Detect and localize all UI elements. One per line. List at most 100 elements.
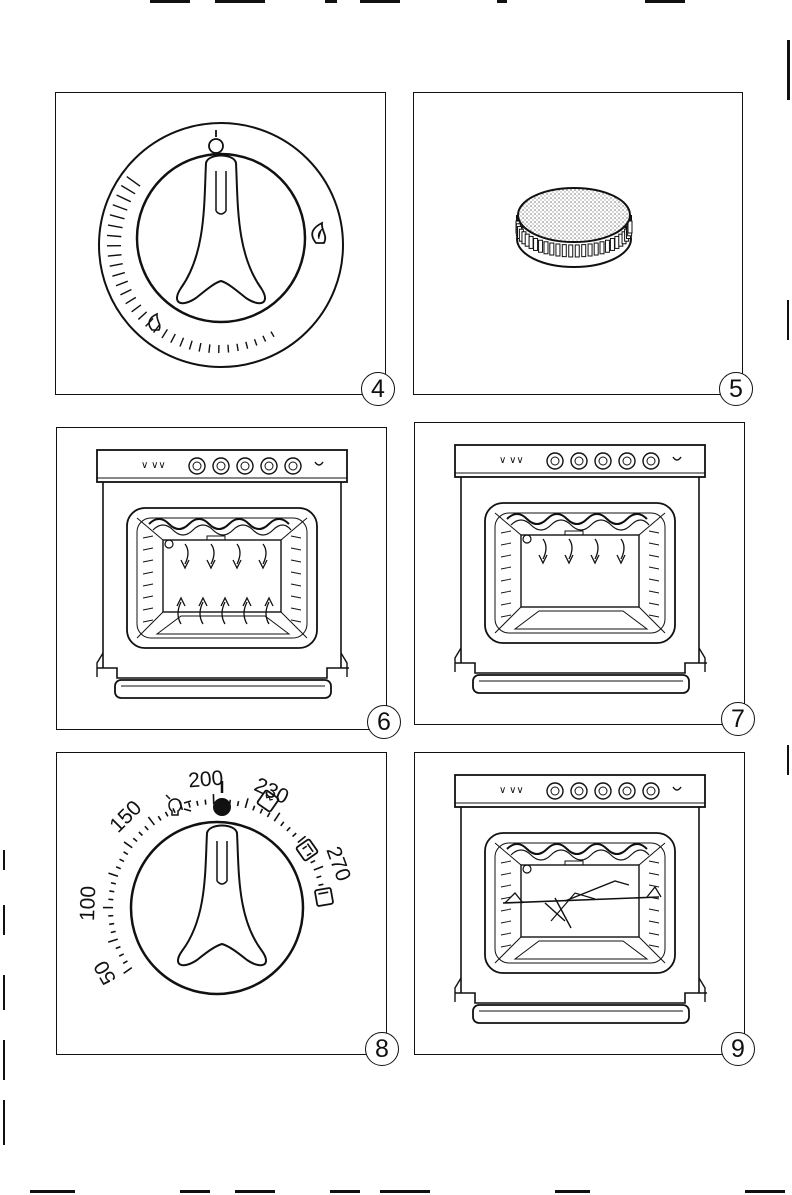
right-edge-mark (787, 300, 789, 340)
burner-cap-illustration (414, 93, 744, 396)
airflow-arrow-icon (185, 544, 188, 564)
figure-6-panel: ∨ ∨∨ 6 (56, 427, 387, 730)
bottom-heat-icon (315, 888, 334, 907)
temperature-tick (116, 947, 121, 949)
temperature-tick (230, 800, 231, 805)
lamp-icon (166, 795, 191, 815)
figure-number-badge: 4 (361, 372, 395, 406)
figure-number-badge: 5 (719, 372, 753, 406)
svg-text:∨ ∨∨: ∨ ∨∨ (499, 785, 524, 796)
temperature-tick (123, 961, 127, 964)
off-position-icon (209, 130, 223, 153)
airflow-arrow-icon (237, 544, 240, 564)
temperature-tick (158, 816, 161, 820)
temperature-tick (109, 924, 114, 925)
airflow-arrow-icon (543, 539, 546, 559)
oven-cavity-illustration: ∨ ∨∨ (57, 428, 388, 731)
temperature-tick (148, 817, 154, 825)
temperature-tick (205, 800, 206, 805)
temperature-tick (165, 812, 167, 816)
top-edge-mark (150, 0, 190, 3)
oven-cavity-illustration: ∨ ∨∨ (415, 423, 746, 726)
temperature-dial-illustration: 50100150200230270 (57, 753, 388, 1056)
right-edge-mark (787, 745, 789, 775)
temperature-tick (238, 801, 239, 806)
temperature-tick (311, 861, 316, 863)
figure-7-panel: ∨ ∨∨ 7 (414, 422, 745, 725)
temperature-tick (260, 809, 262, 814)
temperature-tick (124, 842, 132, 848)
temperature-tick (316, 876, 321, 877)
figure-5-panel: 5 (413, 92, 743, 395)
oven-cavity-illustration: ∨ ∨∨ (415, 753, 746, 1056)
flame-icon (312, 223, 325, 243)
figure-number-badge: 7 (721, 702, 755, 736)
airflow-arrow-icon (244, 602, 247, 624)
airflow-arrow-icon (595, 539, 598, 559)
bottom-edge-mark (30, 1190, 75, 1193)
temperature-tick (111, 931, 116, 932)
bottom-edge-mark (235, 1190, 275, 1193)
temperature-tick (108, 939, 118, 942)
airflow-arrow-icon (266, 602, 269, 624)
temperature-label: 200 (187, 767, 224, 793)
top-edge-mark (360, 0, 400, 3)
temperature-tick (314, 866, 323, 870)
airflow-arrow-icon (222, 602, 225, 624)
left-edge-mark (3, 975, 5, 1010)
airflow-arrow-icon (200, 602, 203, 624)
temperature-tick (119, 954, 123, 956)
temperature-tick (108, 873, 118, 876)
temperature-tick (267, 813, 269, 817)
temperature-tick (124, 852, 128, 855)
top-edge-mark (215, 0, 265, 3)
svg-text:∨ ∨∨: ∨ ∨∨ (141, 460, 166, 471)
top-edge-mark (645, 0, 685, 3)
bottom-edge-mark (745, 1190, 785, 1193)
bottom-edge-mark (180, 1190, 210, 1193)
figure-number-badge: 6 (367, 705, 401, 739)
temperature-label: 270 (321, 843, 355, 884)
left-edge-mark (3, 1100, 5, 1145)
left-edge-mark (3, 850, 5, 870)
svg-text:∨ ∨∨: ∨ ∨∨ (499, 455, 524, 466)
rotisserie-spit (503, 897, 659, 903)
temperature-tick (120, 859, 124, 861)
temperature-tick (133, 838, 137, 841)
temperature-label: 150 (105, 796, 146, 837)
temperature-tick (303, 846, 307, 849)
temperature-tick (145, 826, 148, 830)
temperature-tick (281, 822, 284, 826)
top-edge-mark (497, 0, 507, 3)
bottom-edge-mark (380, 1190, 430, 1193)
left-edge-mark (3, 1040, 5, 1080)
bottom-edge-mark (330, 1190, 360, 1193)
figure-9-panel: ∨ ∨∨ 9 (414, 752, 745, 1055)
temperature-tick (274, 813, 280, 821)
airflow-arrow-icon (211, 544, 214, 564)
temperature-tick (173, 808, 175, 813)
temperature-tick (197, 801, 198, 806)
airflow-arrow-icon (621, 539, 624, 559)
airflow-arrow-icon (178, 602, 181, 624)
figure-number-badge: 9 (721, 1032, 755, 1066)
temperature-tick (111, 883, 116, 884)
left-edge-mark (3, 905, 5, 935)
right-edge-mark (787, 40, 790, 100)
temperature-label: 50 (90, 957, 122, 989)
temperature-tick (245, 798, 248, 808)
temperature-tick (253, 806, 255, 811)
figure-4-panel: 4 (55, 92, 386, 395)
temperature-tick (287, 827, 290, 831)
figure-8-panel: 50100150200230270 8 (56, 752, 387, 1055)
temperature-tick (293, 833, 297, 836)
temperature-tick (318, 884, 323, 885)
airflow-arrow-icon (263, 544, 266, 564)
temperature-tick (124, 968, 132, 974)
airflow-arrow-icon (569, 539, 572, 559)
temperature-tick (139, 832, 143, 835)
top-edge-mark (325, 0, 337, 3)
bottom-edge-mark (555, 1190, 590, 1193)
temperature-tick (189, 803, 190, 808)
